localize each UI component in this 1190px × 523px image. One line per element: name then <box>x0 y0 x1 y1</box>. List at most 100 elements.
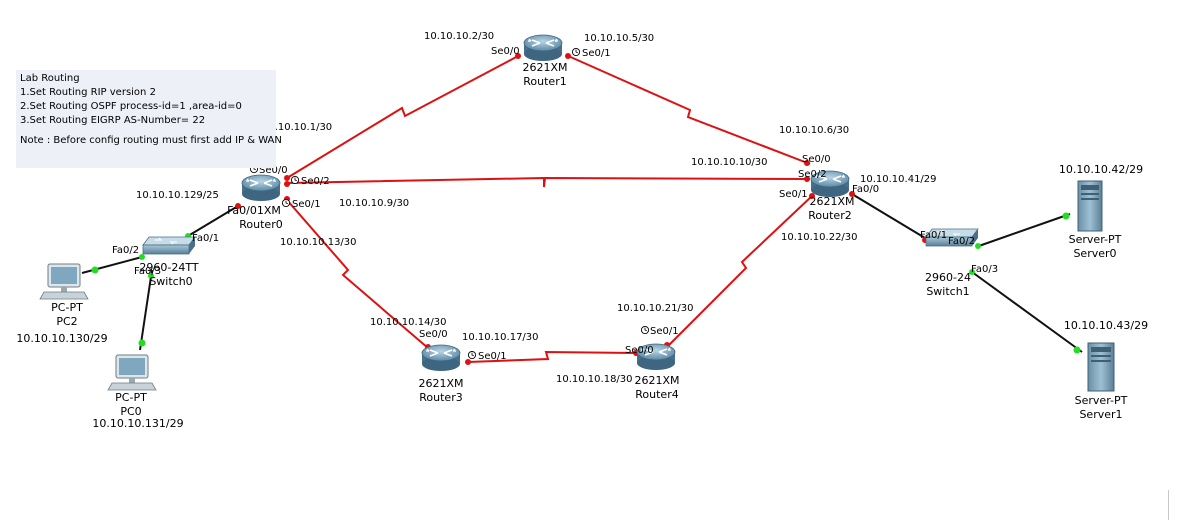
router1-name-label: Router1 <box>523 75 566 88</box>
pc0-type-label: PC-PT <box>115 391 147 404</box>
router-router3[interactable] <box>421 344 461 372</box>
link-router2-switch1[interactable] <box>851 193 926 239</box>
link-router1-router2[interactable] <box>565 54 811 165</box>
port-label-sw0-fa02: Fa0/2 <box>112 245 139 256</box>
ip-label-r1-se01: 10.10.10.5/30 <box>584 33 654 44</box>
link-router0-router3[interactable] <box>286 199 429 349</box>
port-label-r4-se00: Se0/0 <box>625 345 654 356</box>
port-dot <box>849 191 855 197</box>
port-dot <box>138 339 146 347</box>
pc-pc2[interactable] <box>39 263 89 300</box>
note-line: 1.Set Routing RIP version 2 <box>20 87 156 98</box>
port-label-r2-fa00: Fa0/0 <box>852 184 879 195</box>
port-label-r4-se01: Se0/1 <box>650 326 679 337</box>
note-footer: Note : Before config routing must first … <box>20 135 282 146</box>
pc2-ip-label: 10.10.10.130/29 <box>16 332 107 345</box>
port-label-sw0-fa01: Fa0/1 <box>192 233 219 244</box>
port-dot <box>515 53 521 59</box>
router2-model-label: 2621XM <box>809 195 854 208</box>
port-label-sw1-fa03: Fa0/3 <box>971 264 998 275</box>
link-router0-router2[interactable] <box>286 176 811 188</box>
link-router0-switch0[interactable] <box>187 205 239 237</box>
port-dot <box>284 175 290 181</box>
note-title: Lab Routing <box>20 73 80 84</box>
pc2-name-label: PC2 <box>56 315 77 328</box>
server1-type-label: Server-PT <box>1075 394 1128 407</box>
router-router0[interactable] <box>241 174 281 202</box>
switch0-model-label: 2960-24TT <box>139 261 198 274</box>
port-label-r1-se00: Se0/0 <box>491 46 520 57</box>
link-switch0-pc0[interactable] <box>139 269 153 351</box>
server0-type-label: Server-PT <box>1069 233 1122 246</box>
router1-model-label: 2621XM <box>522 61 567 74</box>
ip-label-r0-fa00: 10.10.10.129/25 <box>136 190 219 201</box>
clock-icon <box>640 325 650 335</box>
router0-name-label: Router0 <box>239 218 282 231</box>
lab-note-box: Lab Routing 1.Set Routing RIP version 2 … <box>16 70 282 168</box>
port-label-r2-se02: Se0/2 <box>798 169 827 180</box>
clock-icon <box>290 175 300 185</box>
ip-label-r0-se00: 10.10.10.1/30 <box>262 122 332 133</box>
port-dot <box>804 160 810 166</box>
pc0-ip-label: 10.10.10.131/29 <box>92 417 183 430</box>
link-router0-router1[interactable] <box>286 54 521 179</box>
pc-pc0[interactable] <box>107 354 157 391</box>
switch0-name-label: Switch0 <box>149 275 192 288</box>
ip-label-r0-se01: 10.10.10.13/30 <box>280 237 357 248</box>
ip-label-r1-se00: 10.10.10.2/30 <box>424 31 494 42</box>
port-label-sw1-fa01: Fa0/1 <box>920 230 947 241</box>
router2-name-label: Router2 <box>808 209 851 222</box>
port-labels: Se0/0 Se0/1 Se0/0 Se0/2 Se0/1 Se0/0 Se0/… <box>112 46 998 362</box>
port-label-r3-se00: Se0/0 <box>419 329 448 340</box>
pc0-name-label: PC0 <box>120 405 141 418</box>
server1-name-label: Server1 <box>1079 408 1122 421</box>
link-router2-router4[interactable] <box>667 195 813 347</box>
server-server1[interactable] <box>1087 342 1115 392</box>
ip-label-r2-se01: 10.10.10.22/30 <box>781 232 858 243</box>
router4-model-label: 2621XM <box>634 374 679 387</box>
serial-links <box>286 54 813 363</box>
port-dot <box>148 273 154 279</box>
port-dot <box>809 193 815 199</box>
ip-label-r3-se01: 10.10.10.17/30 <box>462 332 539 343</box>
port-label-sw1-fa02: Fa0/2 <box>948 236 975 247</box>
port-dot <box>91 266 99 274</box>
port-dot <box>804 176 810 182</box>
link-switch1-server1[interactable] <box>971 271 1083 353</box>
window-edge-divider <box>1168 490 1169 520</box>
server0-name-label: Server0 <box>1073 247 1116 260</box>
switch1-model-label: 2960-24 <box>925 271 971 284</box>
pc2-type-label: PC-PT <box>51 301 83 314</box>
clock-icon <box>281 198 291 208</box>
note-line: 3.Set Routing EIGRP AS-Number= 22 <box>20 115 206 126</box>
ip-label-r4-se01: 10.10.10.21/30 <box>617 303 694 314</box>
switch1-name-label: Switch1 <box>926 285 969 298</box>
note-line: 2.Set Routing OSPF process-id=1 ,area-id… <box>20 101 242 112</box>
port-dot <box>969 269 975 275</box>
port-dot <box>975 243 981 249</box>
router3-name-label: Router3 <box>419 391 462 404</box>
port-dot <box>465 359 471 365</box>
ip-labels: 10.10.10.2/30 10.10.10.5/30 10.10.10.1/3… <box>136 31 937 385</box>
port-label-r1-se01: Se0/1 <box>582 48 611 59</box>
port-label-r0-se02: Se0/2 <box>301 176 330 187</box>
server1-ip-label: 10.10.10.43/29 <box>1064 319 1148 332</box>
link-router3-router4[interactable] <box>467 350 637 363</box>
port-label-r3-se01: Se0/1 <box>478 351 507 362</box>
link-switch0-pc2[interactable] <box>81 256 143 274</box>
port-label-r0-se01: Se0/1 <box>292 199 321 210</box>
server0-ip-label: 10.10.10.42/29 <box>1059 163 1143 176</box>
link-switch1-server0[interactable] <box>975 213 1071 248</box>
port-dot <box>284 181 290 187</box>
ip-label-r2-se00: 10.10.10.6/30 <box>779 125 849 136</box>
port-label-r2-se00: Se0/0 <box>802 154 831 165</box>
port-label-sw0-fa03: Fa0/3 <box>134 266 161 277</box>
ip-label-r3-se00: 10.10.10.14/30 <box>370 317 447 328</box>
switch-switch0[interactable] <box>142 236 196 255</box>
server-server0[interactable] <box>1077 180 1103 232</box>
switch-switch1[interactable] <box>925 228 979 247</box>
router-router1[interactable] <box>523 34 563 62</box>
ethernet-links <box>81 193 1083 353</box>
port-dot <box>565 53 571 59</box>
